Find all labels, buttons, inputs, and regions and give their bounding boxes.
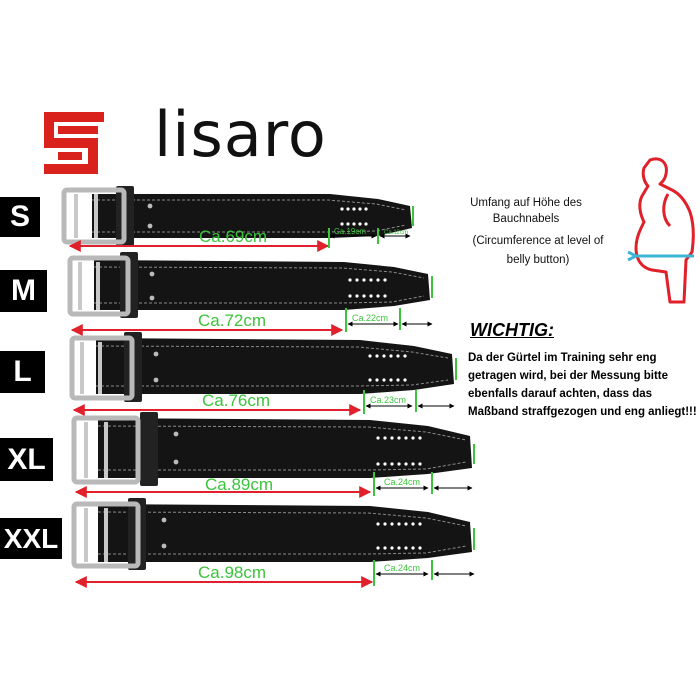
belt-xl-measure-a: Ca.24cm bbox=[384, 477, 420, 487]
belt-l-measure-a: Ca.23cm bbox=[370, 395, 406, 405]
belt-m bbox=[67, 252, 433, 336]
belt-s-measure-b: Ca.12cm bbox=[384, 230, 408, 236]
notice-title: WICHTIG: bbox=[470, 320, 554, 340]
info-line-2: Bauchnabels bbox=[492, 213, 560, 225]
belt-xl bbox=[71, 412, 475, 498]
belt-m-length: Ca.72cm bbox=[198, 311, 266, 330]
body-measurement-icon bbox=[627, 157, 695, 304]
belt-m-measure-a: Ca.22cm bbox=[352, 313, 388, 323]
notice-body: Da der Gürtel im Training sehr eng getra… bbox=[468, 352, 697, 418]
brand-name: lisaro bbox=[154, 98, 327, 171]
belt-xxl bbox=[71, 498, 475, 588]
belt-xxl-length: Ca.98cm bbox=[198, 563, 266, 582]
measurement-instruction-de: Umfang auf Höhe des Bauchnabels bbox=[446, 194, 606, 229]
belt-s bbox=[61, 186, 414, 252]
size-badge-s: S bbox=[0, 197, 40, 237]
brand-logo: lisaro bbox=[44, 98, 326, 176]
belt-xxl-measure-a: Ca.24cm bbox=[384, 563, 420, 573]
belt-s-length: Ca.69cm bbox=[199, 227, 267, 246]
size-badge-xl: XL bbox=[0, 438, 53, 481]
size-badge-l: L bbox=[0, 351, 45, 393]
info-line-1: Umfang auf Höhe des bbox=[470, 197, 582, 209]
belt-l-length: Ca.76cm bbox=[202, 391, 270, 410]
size-badge-xxl: XXL bbox=[0, 518, 62, 559]
belt-s-measure-a: Ca.19cm bbox=[334, 227, 366, 236]
logo-mark-icon bbox=[44, 112, 104, 174]
belt-xl-length: Ca.89cm bbox=[205, 475, 273, 494]
info-line-4: belly button) bbox=[506, 254, 570, 266]
belt-l bbox=[69, 332, 457, 416]
size-badge-m: M bbox=[0, 270, 47, 312]
measurement-instruction-en: (Circumference at level of belly button) bbox=[448, 232, 628, 270]
info-line-3: (Circumference at level of bbox=[472, 235, 604, 247]
